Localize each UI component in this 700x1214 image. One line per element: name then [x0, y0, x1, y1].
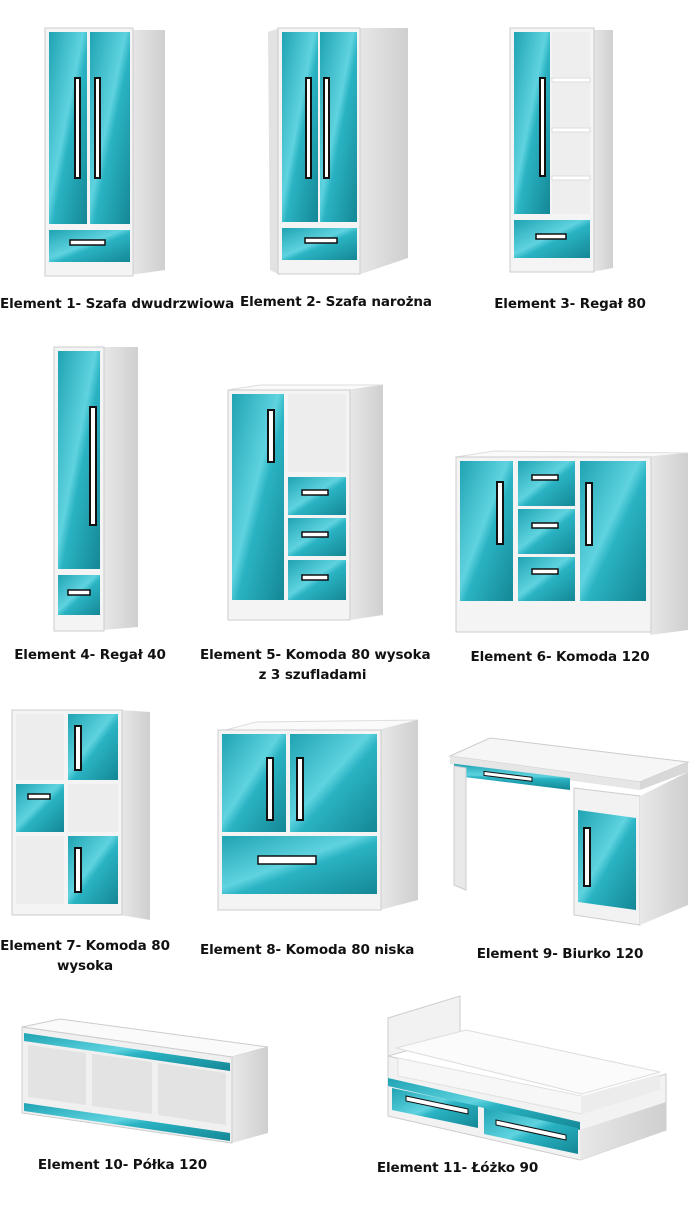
shelf-120-image	[21, 1018, 269, 1144]
chest-80-high-image	[227, 384, 384, 621]
caption-line-2: wysoka	[56, 958, 114, 974]
chest-120-image	[455, 450, 689, 635]
chest-80-low-image	[217, 719, 419, 911]
furniture-item-10: Element 10- Półka 120	[0, 1005, 300, 1195]
wardrobe-two-door-image	[44, 27, 165, 277]
caption: Element 5- Komoda 80 wysoka	[200, 647, 431, 663]
caption: Element 6- Komoda 120	[470, 649, 650, 665]
furniture-item-11: Element 11- Łóżko 90	[370, 990, 700, 1195]
chest-80-high-open-image	[11, 709, 150, 920]
caption: Element 1- Szafa dwudrzwiowa	[0, 296, 235, 312]
caption-line-2: z 3 szufladami	[258, 667, 367, 683]
furniture-item-9: Element 9- Biurko 120	[440, 700, 700, 990]
desk-120-image	[448, 737, 690, 926]
bookcase-80-image	[509, 27, 613, 273]
caption: Element 11- Łóżko 90	[376, 1160, 539, 1176]
furniture-item-5: Element 5- Komoda 80 wysoka z 3 szuflada…	[200, 335, 440, 685]
caption: Element 10- Półka 120	[37, 1157, 208, 1173]
furniture-item-4: Element 4- Regał 40	[0, 335, 200, 670]
caption: Element 7- Komoda 80	[0, 938, 170, 954]
caption: Element 4- Regał 40	[14, 647, 166, 663]
furniture-item-1: Element 1- Szafa dwudrzwiowa	[0, 0, 235, 320]
bed-90-image	[387, 995, 667, 1161]
caption: Element 2- Szafa narożna	[240, 294, 432, 310]
furniture-item-7: Element 7- Komoda 80 wysoka	[0, 700, 200, 990]
furniture-item-2: Element 2- Szafa narożna	[240, 0, 470, 320]
furniture-item-6: Element 6- Komoda 120	[440, 335, 700, 685]
caption: Element 3- Regał 80	[494, 296, 646, 312]
bookcase-40-image	[53, 346, 138, 632]
furniture-item-8: Element 8- Komoda 80 niska	[200, 700, 440, 990]
corner-wardrobe-image	[268, 27, 408, 275]
caption: Element 9- Biurko 120	[476, 946, 644, 962]
caption: Element 8- Komoda 80 niska	[200, 942, 415, 958]
furniture-item-3: Element 3- Regał 80	[470, 0, 700, 320]
